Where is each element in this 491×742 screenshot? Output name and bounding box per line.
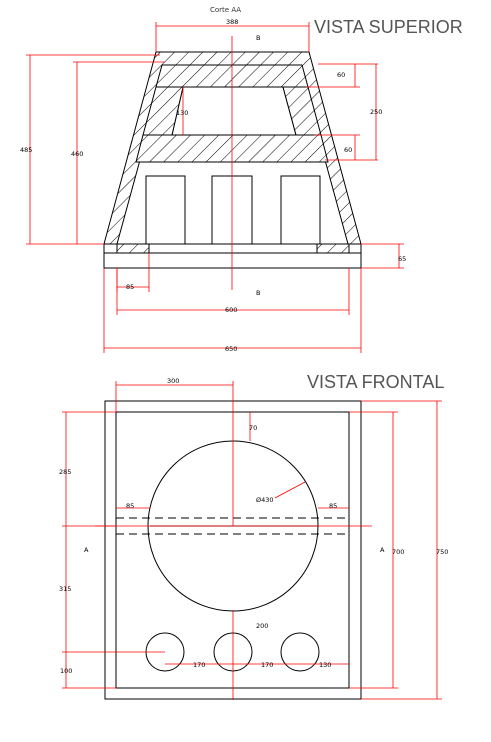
- section-title: Corte AA: [210, 6, 241, 14]
- dim-port-height: 200: [256, 622, 268, 630]
- dim-outer-height-front: 750: [436, 548, 448, 556]
- dim-upper-height: 285: [59, 468, 71, 476]
- dim-overall-height: 485: [20, 146, 32, 154]
- dim-inner-height: 460: [71, 150, 83, 158]
- dim-top-offset: 70: [249, 424, 257, 432]
- dim-port-spacing-2: 170: [261, 661, 273, 669]
- upper-opening: [171, 86, 297, 136]
- port-right: [280, 632, 320, 672]
- base-left-block: [116, 243, 150, 254]
- dim-opening-height: 250: [370, 108, 382, 116]
- section-marker-b-bottom: B: [256, 289, 260, 297]
- top-view-title: VISTA SUPERIOR: [314, 17, 463, 37]
- dim-hole-width: 300: [167, 377, 179, 385]
- dim-right-margin: 85: [329, 502, 337, 510]
- dim-left-margin: 85: [126, 502, 134, 510]
- dim-opening-width: 130: [176, 109, 188, 117]
- dim-side-inset: 85: [126, 283, 134, 291]
- section-marker-b-top: B: [256, 34, 260, 42]
- dim-lower-board: 60: [344, 146, 352, 154]
- dim-upper-board: 60: [337, 71, 345, 79]
- dim-inner-height-front: 700: [392, 548, 404, 556]
- front-view-title: VISTA FRONTAL: [307, 372, 444, 392]
- dim-inner-width: 600: [225, 306, 237, 314]
- base-plate: [103, 243, 362, 269]
- dim-outer-width: 650: [225, 345, 237, 353]
- dim-port-bottom: 100: [60, 667, 72, 675]
- dim-top-width: 388: [226, 18, 238, 26]
- section-marker-a-right: A: [380, 546, 385, 554]
- base-right-block: [316, 243, 350, 254]
- dim-lower-height: 315: [59, 585, 71, 593]
- dim-port-spacing-1: 170: [193, 661, 205, 669]
- section-marker-a-left: A: [84, 546, 89, 554]
- dim-base-height: 65: [398, 255, 406, 263]
- dim-diameter: Ø430: [256, 496, 274, 504]
- front-inner-box: [115, 411, 350, 689]
- dim-port-right: 130: [319, 661, 331, 669]
